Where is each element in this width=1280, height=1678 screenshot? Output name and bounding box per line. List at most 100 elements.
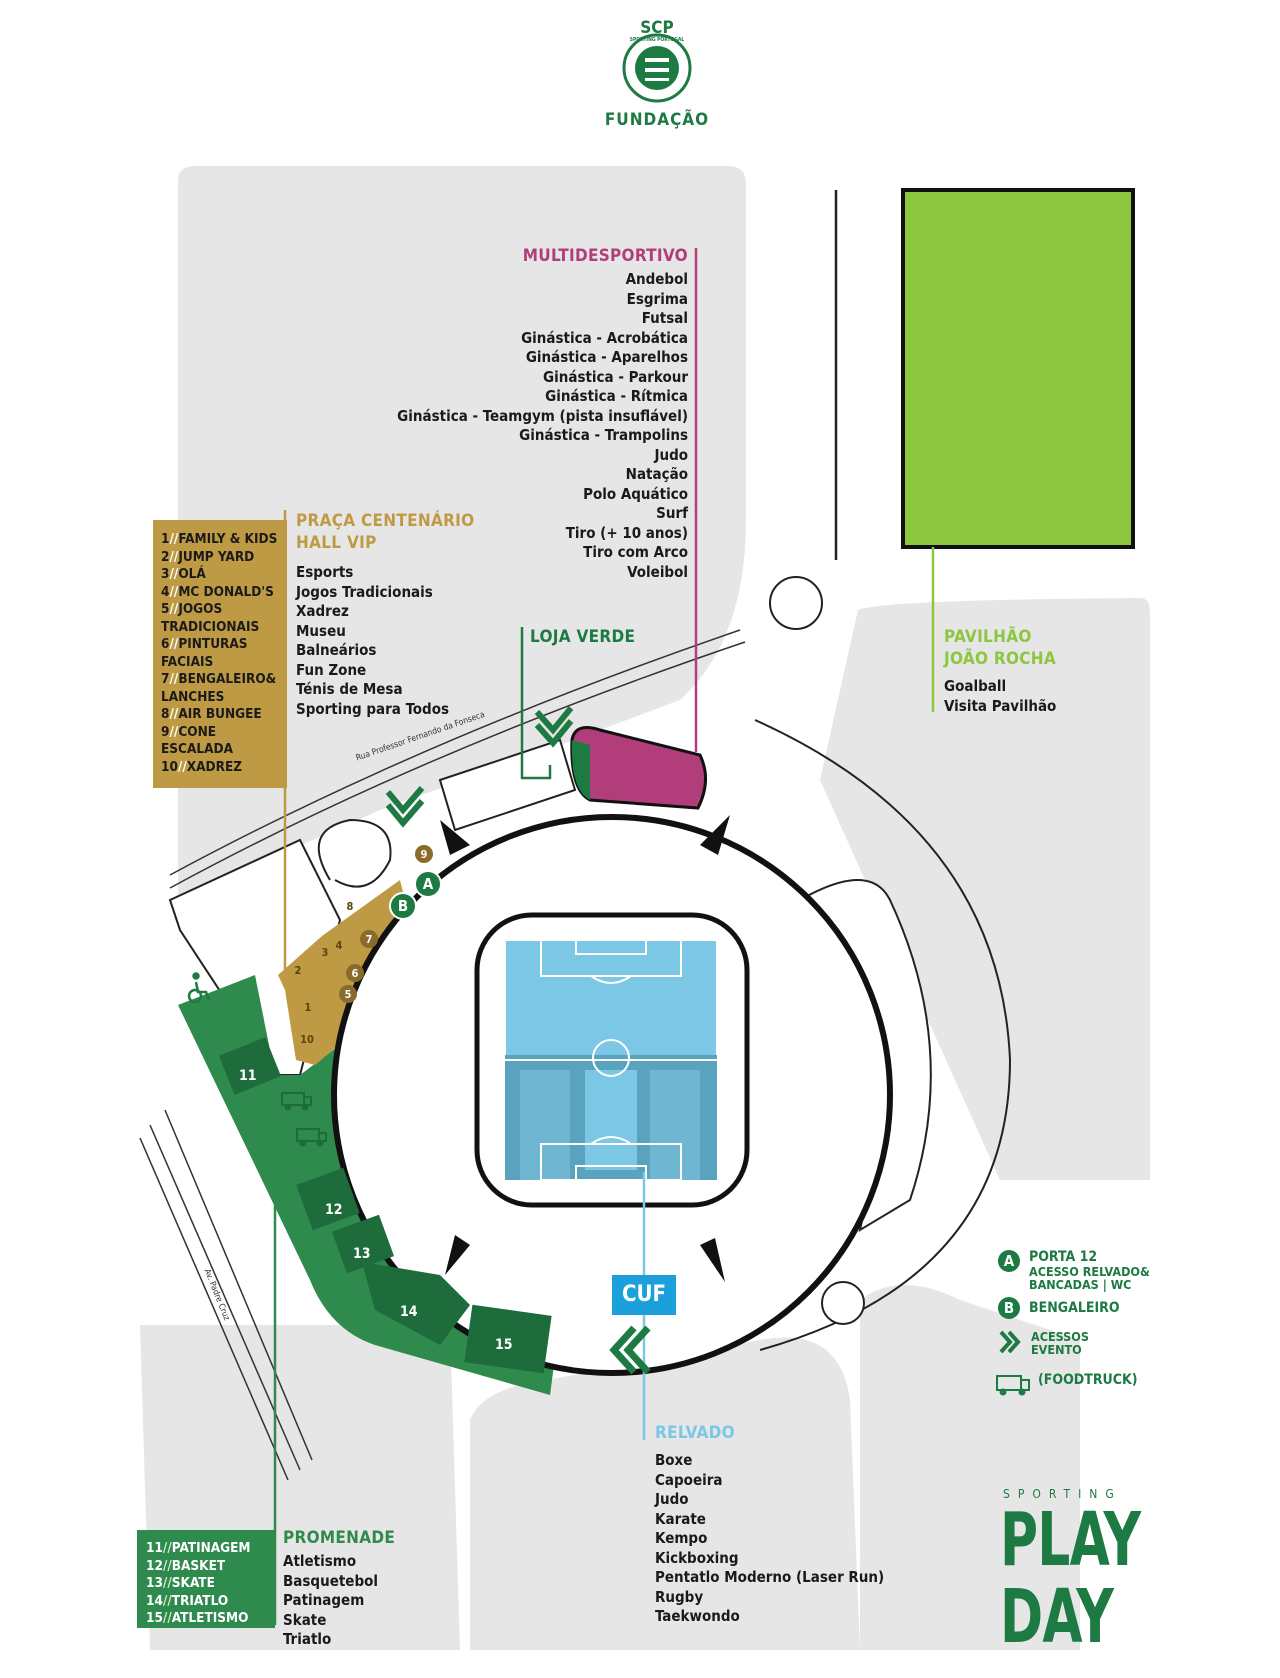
list-item: Andebol <box>625 270 688 288</box>
list-item: Taekwondo <box>655 1607 740 1625</box>
list-item: Jogos Tradicionais <box>296 582 433 601</box>
list-item: 11//PATINAGEM <box>146 1540 251 1556</box>
logo-subtitle: FUNDAÇÃO <box>604 110 710 130</box>
list-item: Tiro com Arco <box>583 543 688 561</box>
road-arc-north <box>169 629 741 876</box>
list-item: 5//JOGOS <box>161 601 223 617</box>
zone-label-15: 15 <box>495 1337 513 1353</box>
list-item: 9//CONE <box>161 723 217 740</box>
list-item: Ténis de Mesa <box>296 680 403 698</box>
list-item: 8//AIR BUNGEE <box>161 706 262 722</box>
praca-list: Esports Jogos Tradicionais Xadrez Museu … <box>296 563 449 719</box>
zone-label-13: 13 <box>353 1246 371 1262</box>
zone-marker-9: 9 <box>415 845 433 863</box>
roundabout-southeast <box>821 1281 865 1325</box>
zone-13-box <box>331 1214 395 1274</box>
zone-label-12: 12 <box>325 1202 343 1218</box>
list-item: FACIAIS <box>161 653 214 670</box>
list-item: Tiro (+ 10 anos) <box>565 523 688 542</box>
list-item: 14//TRIATLO <box>146 1592 229 1609</box>
list-item: Voleibol <box>627 562 688 581</box>
legend-chevrons-slot <box>1000 1332 1022 1354</box>
zone-marker-5: 5 <box>339 985 357 1003</box>
access-chevrons-loja <box>534 706 574 748</box>
multidesportivo-building <box>570 726 707 810</box>
list-item: Basquetebol <box>283 1571 379 1590</box>
zone-marker-8: 8 <box>346 899 354 913</box>
football-pitch <box>504 939 718 1181</box>
list-item: Fun Zone <box>296 660 367 679</box>
relvado-title: RELVADO <box>655 1423 735 1443</box>
grey-area-south <box>470 1337 860 1650</box>
list-item: Ginástica - Acrobática <box>521 328 688 347</box>
list-item: Ginástica - Rítmica <box>545 387 688 405</box>
list-item: Triatlo <box>283 1630 332 1648</box>
road-diag-2 <box>139 1137 289 1481</box>
logo-brand-top: SCP <box>640 18 674 38</box>
zone-marker-7: 7 <box>360 930 378 948</box>
list-item: 12//BASKET <box>146 1557 226 1574</box>
zone-14-box <box>362 1262 470 1345</box>
list-item: Surf <box>656 504 688 522</box>
list-item: Capoeira <box>655 1470 723 1489</box>
multidesportivo-list: Andebol Esgrima Futsal Ginástica - Acrob… <box>380 270 688 582</box>
activities-numbered-box <box>153 520 287 788</box>
legend-badge-b: B <box>998 1297 1020 1319</box>
promenade-title: PROMENADE <box>283 1528 396 1548</box>
pavilhao-title-line1: PAVILHÃO <box>944 627 1032 647</box>
legend-foodtruck: (FOODTRUCK) <box>1030 1372 1138 1388</box>
legend-gate-a: A PORTA 12 ACESSO RELVADO& BANCADAS | WC <box>998 1250 1150 1291</box>
praca-title-line1: PRAÇA CENTENÁRIO <box>296 511 475 531</box>
legend-foodtruck-label: (FOODTRUCK) <box>1038 1372 1138 1388</box>
gate-a-marker: A <box>414 870 442 898</box>
zone-marker-2: 2 <box>294 963 302 977</box>
list-item: Karate <box>655 1509 706 1528</box>
legend-access: ACESSOS EVENTO <box>1000 1330 1089 1356</box>
praca-title-line2: HALL VIP <box>296 533 377 553</box>
loja-verde-title: LOJA VERDE <box>530 627 636 647</box>
list-item: 13//SKATE <box>146 1575 215 1591</box>
list-item: Xadrez <box>296 602 349 620</box>
zone-label-11: 11 <box>239 1068 257 1084</box>
list-item: Ginástica - Aparelhos <box>525 348 688 366</box>
stadium-spike-se <box>700 1238 725 1282</box>
list-item: ESCALADA <box>161 741 233 757</box>
ramp-spiral <box>317 818 392 888</box>
access-chevrons-south <box>609 1325 651 1375</box>
legend-chevrons-icon <box>999 1330 1021 1354</box>
list-item: Esports <box>296 563 354 581</box>
list-item: TRADICIONAIS <box>161 618 260 635</box>
list-item: Esgrima <box>626 289 688 308</box>
multidesportivo-entrance <box>571 740 590 800</box>
list-item: Skate <box>283 1610 327 1629</box>
promenade-list: Atletismo Basquetebol Patinagem Skate Tr… <box>283 1552 378 1650</box>
legend-gate-b: B BENGALEIRO <box>998 1297 1120 1319</box>
cuf-label: CUF <box>621 1282 667 1307</box>
zone-marker-4: 4 <box>335 938 343 952</box>
list-item: 4//MC DONALD'S <box>161 583 274 600</box>
list-item: 6//PINTURAS <box>161 636 248 652</box>
stadium-spike-nw <box>440 820 470 855</box>
relvado-list: Boxe Capoeira Judo Karate Kempo Kickboxi… <box>655 1451 884 1627</box>
legend-a-line1: PORTA 12 <box>1029 1249 1098 1265</box>
zone-11-box <box>218 1037 282 1095</box>
list-item: Ginástica - Teamgym (pista insuflável) <box>397 406 688 425</box>
list-item: 15//ATLETISMO <box>146 1610 249 1626</box>
list-item: 1//FAMILY & KIDS <box>161 531 278 547</box>
stadium-spike-ne <box>700 815 730 855</box>
building-north-block <box>438 738 577 832</box>
promenade-numbered-list: 11//PATINAGEM 12//BASKET 13//SKATE 14//T… <box>146 1540 251 1628</box>
brand-line2: DAY <box>1000 1574 1114 1660</box>
list-item: Kempo <box>655 1529 708 1547</box>
list-item: Balneários <box>296 641 377 659</box>
list-item: Patinagem <box>283 1591 365 1609</box>
pavilhao-title-line2: JOÃO ROCHA <box>944 649 1057 669</box>
brand-line1: PLAY <box>1000 1497 1141 1583</box>
list-item: Futsal <box>641 309 688 327</box>
list-item: Museu <box>296 621 346 640</box>
zone-marker-10: 10 <box>300 1032 314 1046</box>
list-item: Goalball <box>944 677 1007 695</box>
access-chevrons-north <box>385 786 425 828</box>
list-item: 2//JUMP YARD <box>161 548 255 565</box>
